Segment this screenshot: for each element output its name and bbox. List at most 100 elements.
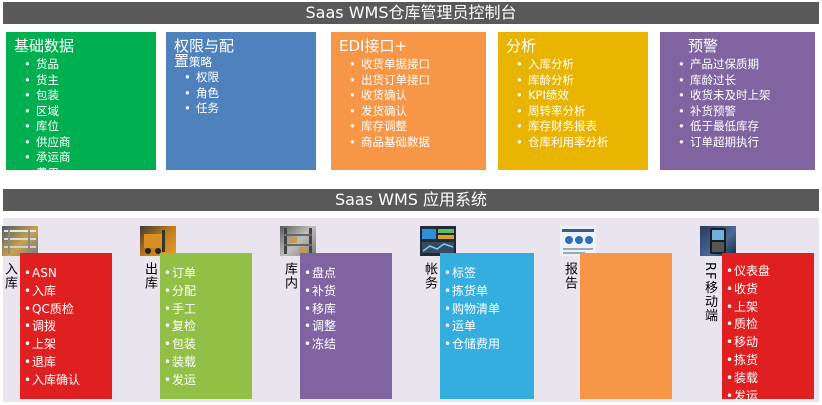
forklift-photo-icon xyxy=(140,226,176,256)
app-system-banner: Saas WMS 应用系统 xyxy=(3,189,819,211)
item-list: •产品过保质期 •库龄过长 •收货未及时上架 •补货预警 •低于最低库存 •订单… xyxy=(668,57,809,150)
list-item: •退库 xyxy=(24,354,57,369)
list-item: •移动 xyxy=(726,335,759,350)
modules-panel xyxy=(3,218,819,402)
list-item: •发运 xyxy=(726,388,759,399)
list-item: •订单 xyxy=(164,266,197,280)
list-item: •移库 xyxy=(304,301,337,316)
list-item: •调整 xyxy=(304,319,337,334)
console-title: Saas WMS仓库管理员控制台 xyxy=(305,3,517,22)
list-item: •复检 xyxy=(164,319,197,334)
section-title: 权限与配 xyxy=(174,37,235,55)
list-item: •标签 xyxy=(444,266,477,280)
list-item: •盘点 xyxy=(304,266,337,280)
list-item: •质检 xyxy=(726,317,759,332)
module-accounting: •标签 •拣货单 •购物清单 •运单 •仓储费用 xyxy=(440,253,534,399)
section-title: 基础数据 xyxy=(14,37,75,55)
list-item: •分配 xyxy=(164,283,197,298)
section-alerts: 预警 •产品过保质期 •库龄过长 •收货未及时上架 •补货预警 •低于最低库存 … xyxy=(660,32,815,170)
list-item: •区域 xyxy=(24,103,59,118)
item-list: •盘点 •补货 •移库 •调整 •冻结 xyxy=(304,265,388,354)
item-list: •入库分析 •库龄分析 •KPI绩效 •周转率分析 •库存财务报表 •仓库利用率… xyxy=(506,57,642,150)
item-list: •ASN •入库 •QC质检 •调拨 •上架 •退库 •入库确认 xyxy=(24,265,108,390)
list-item: •承运商 xyxy=(24,150,71,164)
list-item: •拣货单 xyxy=(444,283,489,298)
list-item: •任务 xyxy=(184,101,219,115)
dashboard-screenshot-icon xyxy=(420,226,456,256)
list-item: •出货订单接口 xyxy=(349,72,430,87)
shelf-photo-icon xyxy=(280,226,316,256)
item-list: •订单 •分配 •手工 •复检 •包装 •装载 •发运 xyxy=(164,265,248,390)
section-analysis: 分析 •入库分析 •库龄分析 •KPI绩效 •周转率分析 •库存财务报表 •仓库… xyxy=(498,32,648,170)
list-item: •上架 xyxy=(726,299,759,314)
list-item: •库位 xyxy=(24,119,59,133)
list-item: •收货未及时上架 xyxy=(678,88,771,102)
inline-item: 策略 xyxy=(189,55,213,69)
item-list: •货品 •货主 •包装 •区域 •库位 •供应商 •承运商 •费用 xyxy=(14,57,150,170)
item-list: •仪表盘 •收货 •上架 •质检 •移动 •拣货 •装载 •发运 xyxy=(726,263,810,399)
list-item: •费用 xyxy=(24,166,150,171)
module-inbound: •ASN •入库 •QC质检 •调拨 •上架 •退库 •入库确认 xyxy=(20,253,112,399)
list-item: •库存财务报表 xyxy=(516,119,597,133)
section-title-wrap: 置 xyxy=(174,52,190,70)
list-item: •包装 xyxy=(164,337,197,352)
section-permissions: 权限与配 置策略 •权限 •角色 •任务 xyxy=(166,32,316,170)
list-item: •收货 xyxy=(726,281,759,296)
list-item: •发货确认 xyxy=(349,103,407,118)
module-outbound: •订单 •分配 •手工 •复检 •包装 •装载 •发运 xyxy=(160,253,252,399)
section-title: EDI接口+ xyxy=(339,37,408,55)
console-title-banner: Saas WMS仓库管理员控制台 xyxy=(3,2,819,24)
module-report xyxy=(580,253,672,399)
list-item: •仪表盘 xyxy=(726,264,771,278)
list-item: •补货预警 xyxy=(678,103,736,118)
list-item: •调拨 xyxy=(24,319,57,334)
app-system-title: Saas WMS 应用系统 xyxy=(334,190,488,209)
list-item: •库存调整 xyxy=(349,119,407,133)
section-edi: EDI接口+ •收货单据接口 •出货订单接口 •收货确认 •发货确认 •库存调整… xyxy=(331,32,486,170)
list-item: •供应商 xyxy=(24,134,71,149)
list-item: •入库确认 xyxy=(24,372,81,387)
rf-device-photo-icon xyxy=(700,226,736,256)
module-label-accounting: 帐务 xyxy=(422,262,437,290)
list-item: •KPI绩效 xyxy=(516,88,569,102)
item-list: •收货单据接口 •出货订单接口 •收货确认 •发货确认 •库存调整 •商品基础数… xyxy=(339,57,480,150)
list-item: •手工 xyxy=(164,301,197,316)
module-internal: •盘点 •补货 •移库 •调整 •冻结 xyxy=(300,253,392,399)
list-item: •周转率分析 xyxy=(516,103,586,118)
list-item: •收货确认 xyxy=(349,88,407,102)
item-list: •权限 •角色 •任务 xyxy=(174,70,310,117)
module-label-inbound: 入库 xyxy=(2,262,17,290)
module-label-outbound: 出库 xyxy=(142,262,157,290)
list-item: •入库 xyxy=(24,283,57,298)
list-item: •库龄过长 xyxy=(678,72,736,87)
list-item: •产品过保质期 xyxy=(678,57,759,71)
list-item: •货主 xyxy=(24,72,59,87)
list-item: •权限 xyxy=(184,70,219,84)
module-label-rf-mobile: RF移动端 xyxy=(702,262,717,323)
list-item: •入库分析 xyxy=(516,57,574,71)
list-item: •货品 xyxy=(24,57,59,71)
list-item: •库龄分析 xyxy=(516,72,574,87)
list-item: •冻结 xyxy=(304,337,337,352)
list-item: •装载 xyxy=(726,370,759,385)
report-screenshot-icon xyxy=(560,226,596,256)
warehouse-photo-icon xyxy=(2,226,38,256)
list-item: •QC质检 xyxy=(24,301,74,316)
list-item: •低于最低库存 xyxy=(678,119,759,133)
section-title: 预警 xyxy=(688,37,719,55)
list-item: •运单 xyxy=(444,319,477,334)
module-label-report: 报告 xyxy=(562,262,577,290)
list-item: •拣货 xyxy=(726,352,759,367)
section-basic-data: 基础数据 •货品 •货主 •包装 •区域 •库位 •供应商 •承运商 •费用 xyxy=(6,32,156,170)
list-item: •包装 xyxy=(24,88,59,102)
list-item: •仓储费用 xyxy=(444,337,501,352)
list-item: •装载 xyxy=(164,354,197,369)
section-title: 分析 xyxy=(506,37,537,55)
list-item: •发运 xyxy=(164,372,197,387)
list-item: •仓库利用率分析 xyxy=(516,134,609,149)
list-item: •上架 xyxy=(24,337,57,352)
list-item: •补货 xyxy=(304,283,337,298)
list-item: •商品基础数据 xyxy=(349,134,430,149)
list-item: •购物清单 xyxy=(444,301,501,316)
list-item: •订单超期执行 xyxy=(678,134,759,149)
